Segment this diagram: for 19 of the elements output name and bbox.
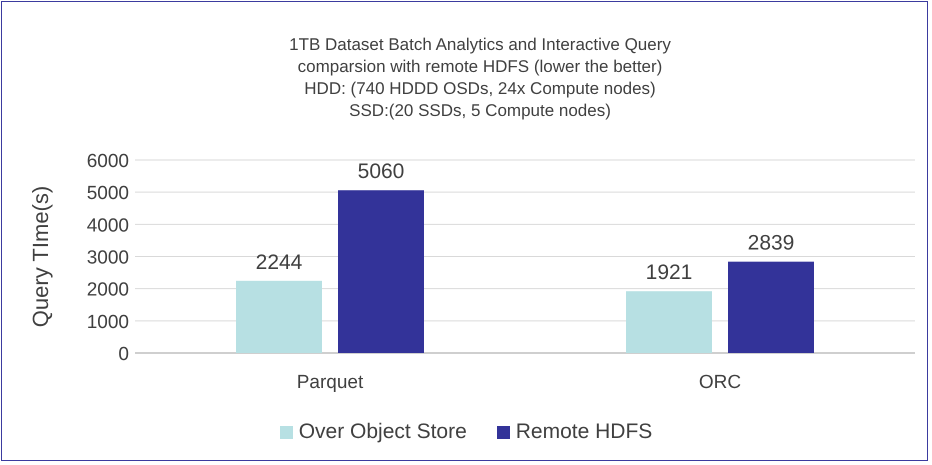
legend-label: Remote HDFS: [516, 420, 652, 444]
subtitle-note: SSD:(20 SSDs, 5 Compute nodes): [348, 100, 612, 122]
axis-tick-label: 3000: [86, 248, 129, 268]
chart-title: 1TB Dataset Batch Analytics and Interactive Query comparsion with remote HDFS (lower the better): [288, 34, 672, 78]
subtitle-note: HDD: (740 HDDD OSDs, 24x Compute nodes): [303, 78, 657, 100]
axis-tick-label: 1000: [86, 312, 129, 333]
legend-label: Over Object Store: [298, 420, 467, 444]
data-label: 5060: [358, 160, 404, 184]
category-label: Parquet: [296, 372, 364, 393]
axis-tick-label: 6000: [86, 151, 129, 172]
data-label: 2839: [748, 232, 794, 255]
axis-tick-label: 4000: [86, 215, 129, 236]
data-label: 2244: [256, 250, 302, 274]
data-label: 1921: [646, 261, 692, 284]
category-label: ORC: [698, 372, 742, 393]
y-axis-title: Query TIme(s): [28, 186, 53, 328]
axis-tick-label: 2000: [86, 280, 129, 301]
axis-tick-label: 5000: [86, 183, 129, 204]
axis-tick-label: 0: [118, 344, 129, 365]
